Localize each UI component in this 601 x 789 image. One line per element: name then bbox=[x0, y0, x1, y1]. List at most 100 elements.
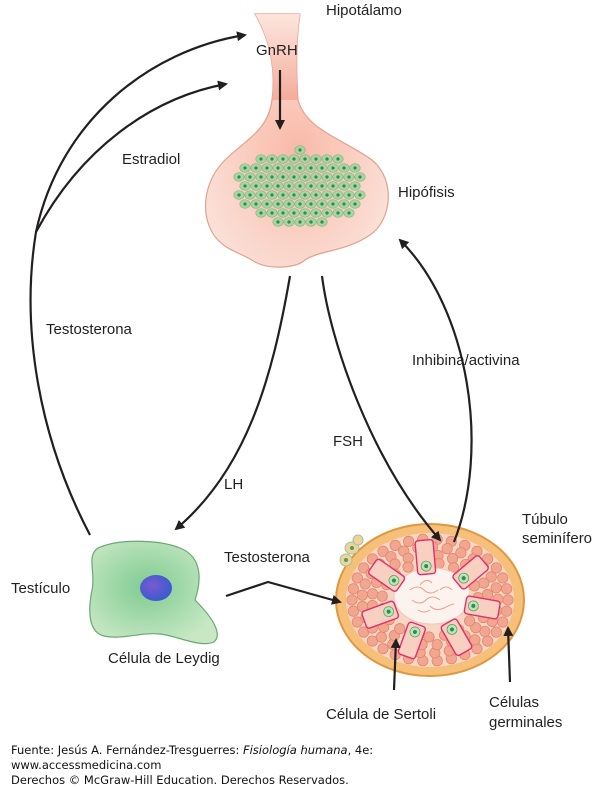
pituitary-cell-nucleus bbox=[254, 202, 257, 205]
germinal-cell bbox=[447, 553, 457, 563]
pituitary-cell-nucleus bbox=[314, 193, 317, 196]
pituitary-cell-nucleus bbox=[325, 157, 328, 160]
pituitary-cell-nucleus bbox=[314, 157, 317, 160]
germinal-cell bbox=[377, 591, 387, 601]
pituitary-cell-nucleus bbox=[353, 184, 356, 187]
pituitary-cell-nucleus bbox=[259, 211, 262, 214]
pituitary-cell-nucleus bbox=[298, 220, 301, 223]
pituitary-cell-nucleus bbox=[358, 175, 361, 178]
germinal-cell bbox=[378, 643, 388, 653]
pituitary-cell-nucleus bbox=[281, 193, 284, 196]
leydig-cell bbox=[90, 541, 217, 643]
leydig-nucleus bbox=[140, 575, 172, 601]
pituitary-cell-nucleus bbox=[243, 202, 246, 205]
pituitary-cell-nucleus bbox=[259, 157, 262, 160]
germinal-cells-label-line1: Células bbox=[489, 694, 539, 711]
source-credit-line1: Fuente: Jesús A. Fernández-Tresguerres: … bbox=[11, 743, 373, 757]
germinal-cell bbox=[498, 617, 508, 627]
inhibin-arrow bbox=[400, 240, 472, 542]
pituitary-cell-nucleus bbox=[331, 184, 334, 187]
pituitary-cell-nucleus bbox=[347, 193, 350, 196]
germinal-cell bbox=[479, 578, 489, 588]
source-credit-url: www.accessmedicina.com bbox=[11, 758, 161, 772]
pituitary-cell-nucleus bbox=[320, 202, 323, 205]
pituitary-cell-nucleus bbox=[309, 166, 312, 169]
pituitary-cell-nucleus bbox=[342, 184, 345, 187]
pituitary-cell-nucleus bbox=[303, 211, 306, 214]
germinal-cell bbox=[491, 583, 501, 593]
germinal-cell bbox=[501, 606, 511, 616]
pituitary-cell-nucleus bbox=[259, 175, 262, 178]
pituitary-cell-nucleus bbox=[265, 166, 268, 169]
source-credit-rights: Derechos © McGraw-Hill Education. Derech… bbox=[11, 773, 349, 787]
pituitary-cell-nucleus bbox=[281, 175, 284, 178]
pituitary-cell-nucleus bbox=[342, 166, 345, 169]
pituitary-cell-nucleus bbox=[270, 193, 273, 196]
testosterone-local-label: Testosterona bbox=[224, 549, 310, 566]
germinal-cell bbox=[403, 536, 413, 546]
tubule-label-line2: seminífero bbox=[522, 530, 592, 547]
pituitary-cell-nucleus bbox=[270, 157, 273, 160]
pituitary-cell-nucleus bbox=[342, 202, 345, 205]
tubule-label-line1: Túbulo bbox=[522, 511, 568, 528]
credit-prefix: Fuente: Jesús A. Fernández-Tresguerres: bbox=[11, 743, 243, 757]
pituitary-cell-nucleus bbox=[336, 193, 339, 196]
sertoli-cell-label: Célula de Sertoli bbox=[326, 706, 436, 723]
pituitary-cell-nucleus bbox=[331, 166, 334, 169]
pituitary-cell-nucleus bbox=[276, 202, 279, 205]
pituitary-cell-nucleus bbox=[243, 184, 246, 187]
pituitary-cell-nucleus bbox=[314, 175, 317, 178]
pituitary-cell-nucleus bbox=[287, 184, 290, 187]
pituitary-cell-nucleus bbox=[292, 157, 295, 160]
pituitary-cell-nucleus bbox=[298, 202, 301, 205]
lh-label: LH bbox=[224, 476, 243, 493]
germinal-cells-label-line2: germinales bbox=[489, 714, 562, 731]
pituitary-cell-nucleus bbox=[270, 175, 273, 178]
germinal-cell bbox=[367, 589, 377, 599]
credit-suffix: , 4e: bbox=[348, 743, 374, 757]
pituitary-cell-nucleus bbox=[336, 157, 339, 160]
pituitary-cell-nucleus bbox=[237, 175, 240, 178]
testis-label: Testículo bbox=[11, 580, 70, 597]
germinal-cell bbox=[424, 632, 434, 642]
gnrh-label: GnRH bbox=[256, 42, 298, 59]
hypothalamus-label: Hipotálamo bbox=[326, 2, 402, 19]
pituitary-cell-nucleus bbox=[243, 166, 246, 169]
pituitary-cell-nucleus bbox=[320, 220, 323, 223]
pituitary-cell-nucleus bbox=[281, 157, 284, 160]
pituitary-cell-nucleus bbox=[325, 193, 328, 196]
pituitary-cell-nucleus bbox=[298, 148, 301, 151]
pituitary-cell-nucleus bbox=[298, 184, 301, 187]
germinal-cell bbox=[360, 579, 370, 589]
germinal-cell bbox=[501, 584, 511, 594]
testosterone-feedback-arrow bbox=[31, 35, 245, 535]
pituitary-cell-nucleus bbox=[309, 220, 312, 223]
credit-book-title: Fisiología humana bbox=[243, 743, 348, 757]
pituitary-cell-nucleus bbox=[248, 175, 251, 178]
germinal-cell bbox=[491, 627, 501, 637]
testosterone-local-arrow bbox=[226, 582, 340, 602]
pituitary-cell-nucleus bbox=[254, 184, 257, 187]
germinal-cell bbox=[395, 624, 405, 634]
pituitary-cell-nucleus bbox=[325, 211, 328, 214]
pituitary-cell-nucleus bbox=[276, 166, 279, 169]
pituitary-cell-nucleus bbox=[287, 220, 290, 223]
pituitary-cell-nucleus bbox=[276, 184, 279, 187]
pituitary-cell-nucleus bbox=[303, 193, 306, 196]
pituitary-cell-nucleus bbox=[292, 211, 295, 214]
estradiol-label: Estradiol bbox=[122, 151, 180, 168]
pituitary-cell-nucleus bbox=[265, 184, 268, 187]
pituitary-cell-nucleus bbox=[292, 193, 295, 196]
testosterone-feedback-label: Testosterona bbox=[46, 321, 132, 338]
germinal-cell bbox=[432, 639, 442, 649]
pituitary-cell-nucleus bbox=[353, 166, 356, 169]
pituitary-cell-nucleus bbox=[320, 184, 323, 187]
pituitary-cell-nucleus bbox=[353, 202, 356, 205]
leydig-cell-label: Célula de Leydig bbox=[108, 650, 220, 667]
pituitary-cell-nucleus bbox=[298, 166, 301, 169]
pituitary-cell-nucleus bbox=[309, 184, 312, 187]
pituitary-cell-nucleus bbox=[281, 211, 284, 214]
pituitary-cell-nucleus bbox=[336, 175, 339, 178]
germinal-cell bbox=[442, 544, 452, 554]
pituitary-cell-nucleus bbox=[248, 193, 251, 196]
